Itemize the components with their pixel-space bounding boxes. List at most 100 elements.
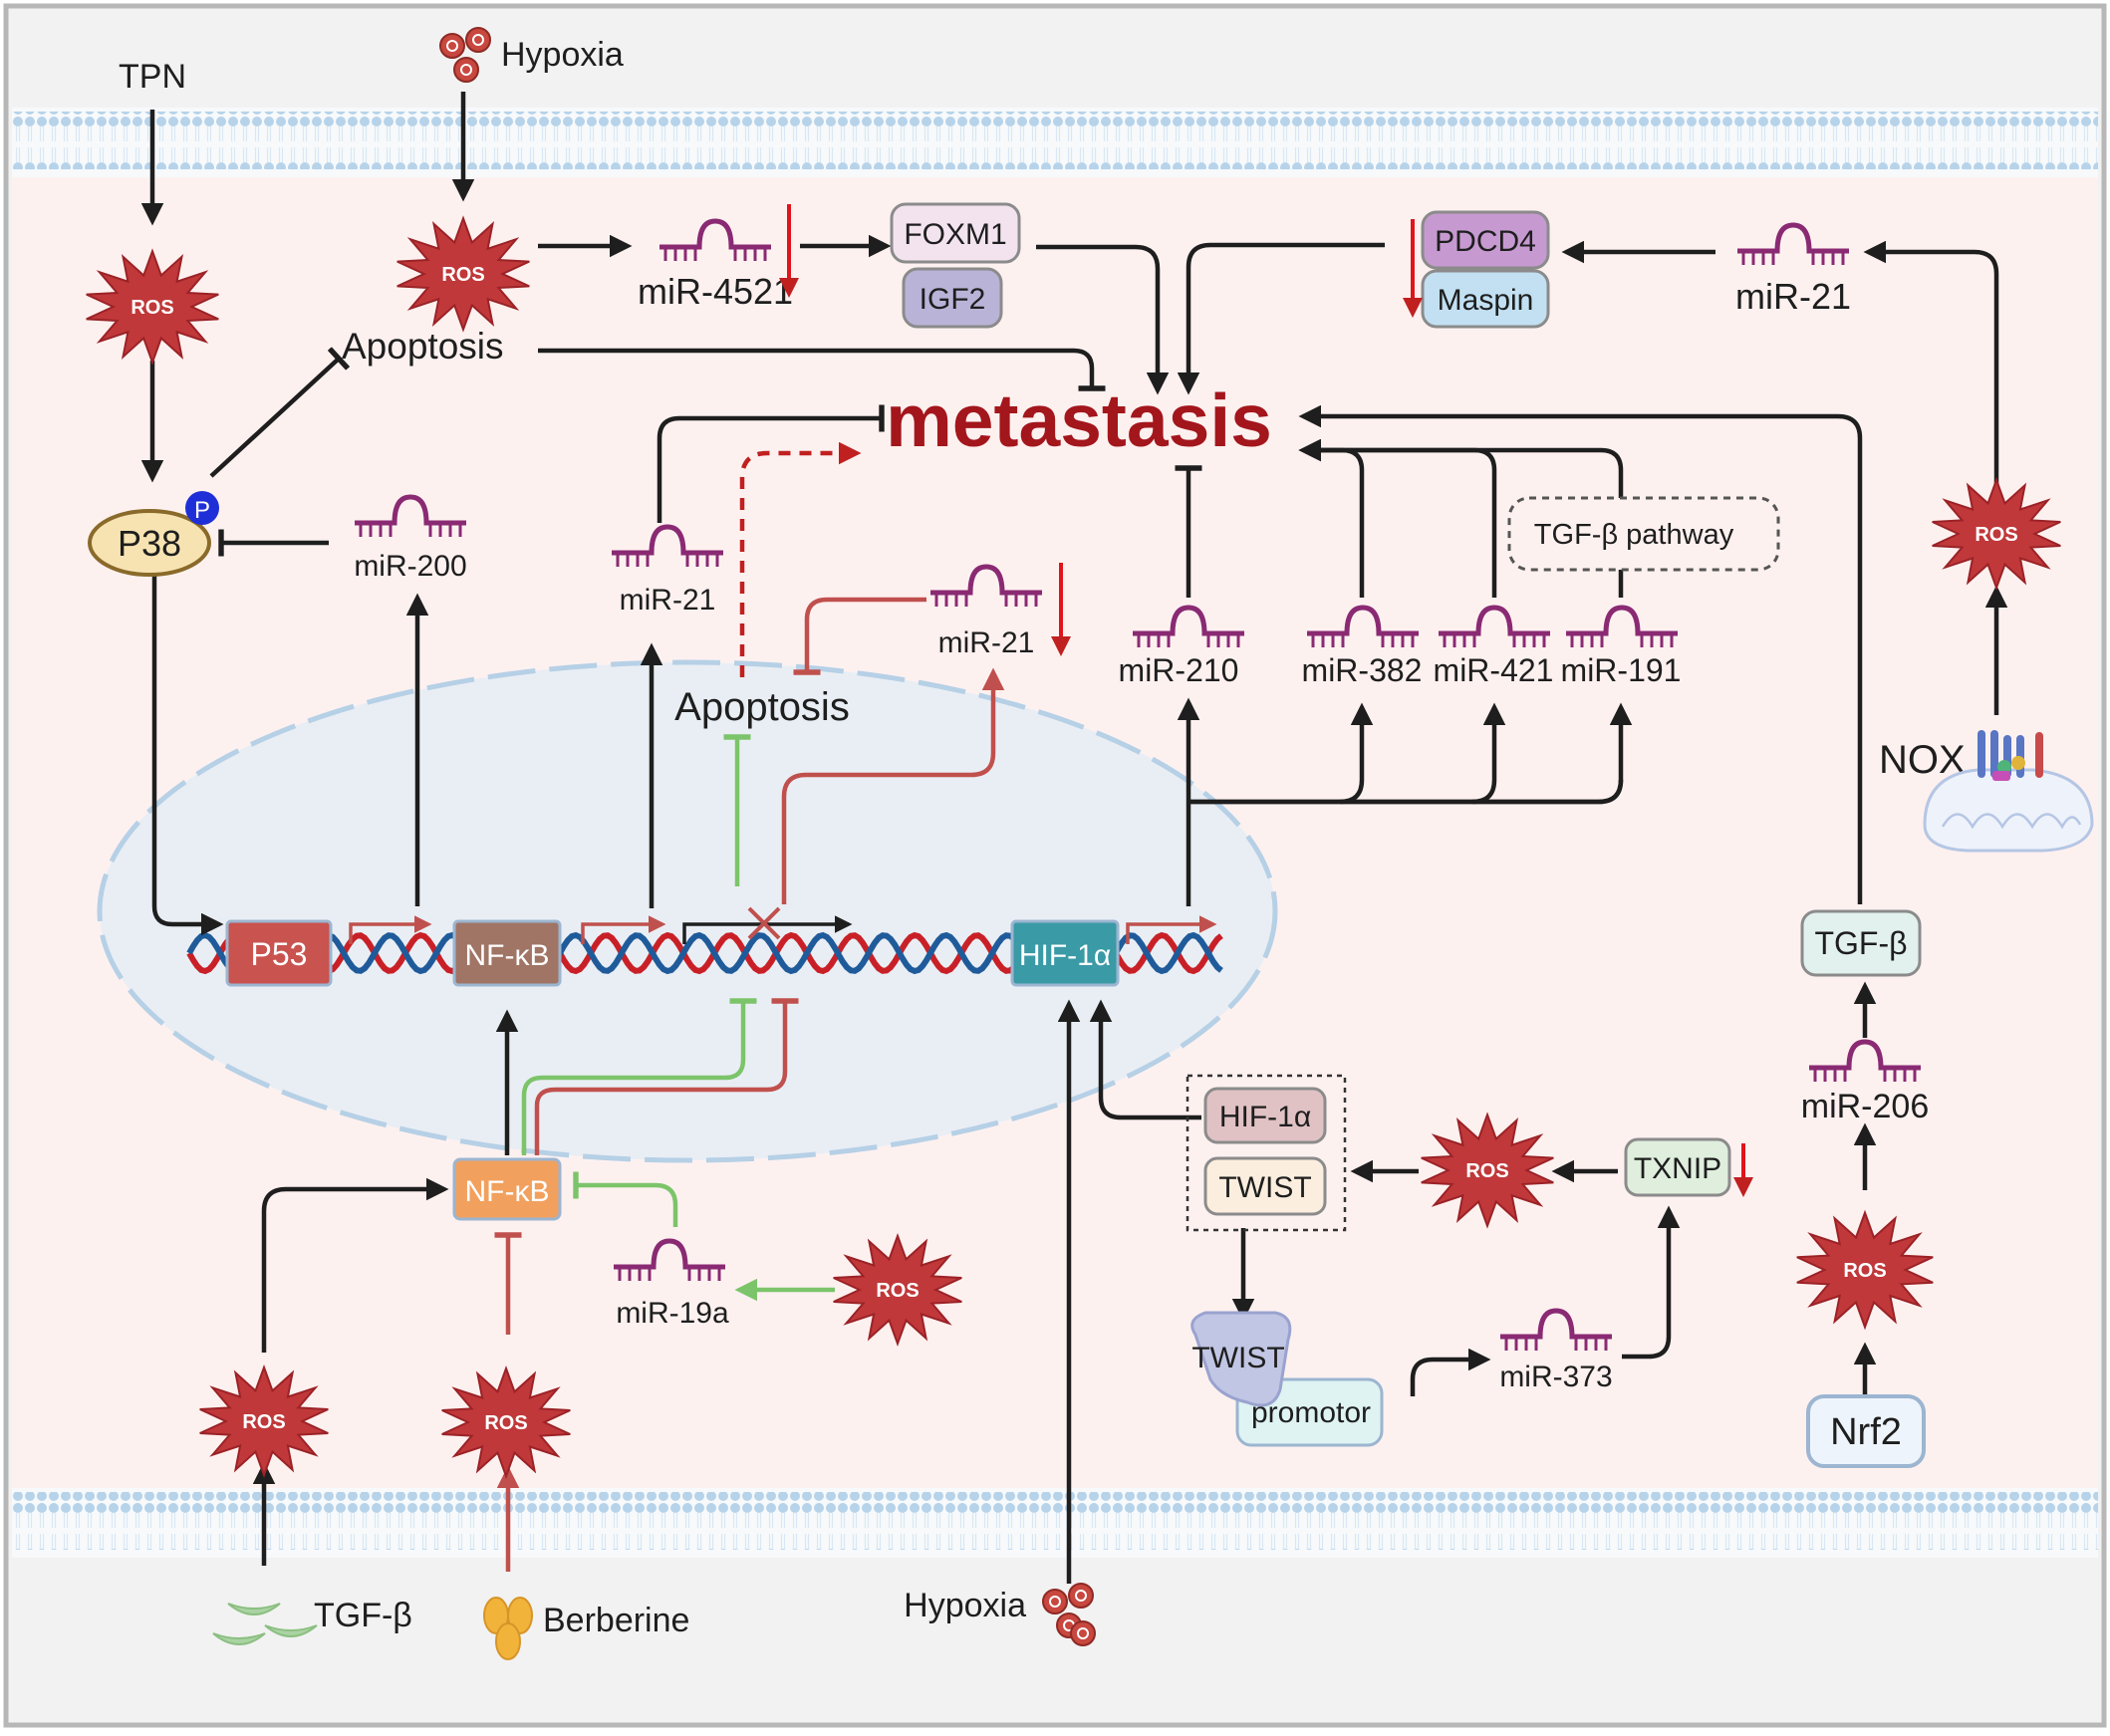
mir191-label: miR-191 (1561, 652, 1682, 688)
mir210-hairpin-icon (1133, 605, 1244, 647)
pdcd4-label: PDCD4 (1435, 225, 1536, 258)
hif1a-cyto-node: HIF-1α (1203, 1087, 1327, 1144)
p38-node: P38 P (88, 491, 219, 577)
mir421-hairpin-icon (1439, 605, 1550, 647)
tgf-beta-ligand-icon (212, 1603, 318, 1645)
ros-tgfb-burst-icon: ROS (199, 1364, 329, 1479)
arrow-ros-to-nfkb (261, 1177, 449, 1353)
ros-hypoxia-burst-icon: ROS (396, 215, 530, 333)
ros-tpn-burst-icon: ROS (86, 248, 219, 366)
arrow-tgfb-to-metastasis (1298, 404, 1863, 904)
tgf-beta-cyto-label: TGF-β (1814, 925, 1907, 961)
ros-nox-burst-icon: ROS (1932, 476, 2061, 592)
connectors (140, 92, 2008, 1584)
mir21-right-label: miR-21 (1735, 276, 1851, 317)
tgf-pathway-box (1507, 496, 1780, 572)
arrow-mir373-to-txnip (1622, 1205, 1681, 1360)
phospho-badge (185, 491, 219, 525)
foxm1-label: FOXM1 (904, 218, 1006, 251)
tgf-pathway-label: TGF-β pathway (1534, 519, 1734, 551)
tgf-beta-ext-label: TGF-β (314, 1597, 412, 1634)
mir21-mid-hairpin-icon (930, 564, 1042, 607)
hif1a-twist-complex-box (1186, 1074, 1347, 1232)
inhibit-p38-to-apoptosis (209, 347, 351, 478)
mir191-hairpin-icon (1566, 605, 1678, 647)
transcription-arrow-nfkb (581, 915, 666, 944)
inhibit-apoptosis-to-metastasis (538, 348, 1106, 391)
tpn-label: TPN (119, 58, 186, 96)
mir19a-label: miR-19a (616, 1297, 729, 1330)
mir373-label: miR-373 (1499, 1361, 1612, 1393)
ros-tpn-label: ROS (131, 297, 173, 319)
ros-nrf2-burst-icon: ROS (1796, 1209, 1934, 1331)
dashed-apoptosis-to-metastasis (739, 441, 862, 677)
nfkb-cyto-label: NF-κB (465, 1175, 550, 1208)
nfkb-cyto-node: NF-κB (452, 1157, 562, 1221)
mir382-hairpin-icon (1307, 605, 1419, 647)
ros-mir19a-burst-icon: ROS (833, 1232, 962, 1348)
membrane-bottom-lipids (12, 1492, 2098, 1550)
igf2-label: IGF2 (920, 283, 986, 316)
twist-protein-shape (1190, 1311, 1292, 1407)
arrow-foxm1-to-metastasis (1036, 244, 1170, 395)
mir4521-hairpin-icon (659, 218, 771, 261)
maspin-label: Maspin (1438, 284, 1534, 317)
transcription-block-x-icon (747, 906, 781, 940)
ros-hypoxia-label: ROS (441, 264, 484, 286)
hif1a-cyto-label: HIF-1α (1219, 1101, 1311, 1133)
ros-nrf2-label: ROS (1843, 1260, 1886, 1282)
arrow-mir191-to-metastasis (1298, 438, 1624, 598)
ros-layer: ROS ROS ROS ROS ROS ROS ROS ROS (86, 215, 2061, 1480)
txnip-node: TXNIP (1624, 1137, 1731, 1197)
mir21-right-hairpin-icon (1737, 222, 1849, 265)
twist-cyto-node: TWIST (1203, 1156, 1327, 1216)
mir200-label: miR-200 (354, 550, 466, 583)
twist-cyto-label: TWIST (1218, 1171, 1311, 1204)
arrow-pdcd4-to-metastasis (1177, 242, 1385, 395)
hypoxia-bottom-label: Hypoxia (904, 1587, 1026, 1624)
hif1a-dna-label: HIF-1α (1019, 939, 1111, 972)
mir21-left-hairpin-icon (612, 524, 723, 567)
arrow-promotor-to-mir373 (1410, 1348, 1491, 1396)
nox-complex-icon (1978, 730, 2043, 781)
nrf2-label: Nrf2 (1830, 1411, 1902, 1453)
apoptosis-top-label: Apoptosis (342, 326, 504, 367)
mir4521-label: miR-4521 (638, 271, 793, 312)
ros-tgfb-label: ROS (242, 1411, 285, 1433)
txnip-label: TXNIP (1634, 1152, 1721, 1185)
mir200-hairpin-icon (355, 494, 466, 537)
mir421-label: miR-421 (1434, 652, 1554, 688)
inhibit-mir21-left-to-metastasis (657, 404, 885, 523)
inhibit-mir19a-to-nfkb (573, 1171, 678, 1227)
transcription-arrow-p53 (349, 915, 432, 944)
mir206-hairpin-icon (1809, 1039, 1921, 1082)
arrow-p38-to-p53 (151, 573, 224, 936)
pdcd4-node: PDCD4 (1421, 210, 1550, 270)
berberine-icon (483, 1597, 533, 1660)
igf2-node: IGF2 (902, 267, 1003, 329)
arrow-dna-to-mir21-mid (781, 667, 1005, 904)
berberine-label: Berberine (543, 1602, 689, 1639)
ros-mir19a-label: ROS (876, 1280, 919, 1302)
transcription-arrow-hif1a (1126, 915, 1217, 944)
membrane-top-lipids (12, 112, 2098, 169)
mir373-hairpin-icon (1500, 1308, 1612, 1351)
phospho-label: P (194, 497, 210, 524)
mir382-label: miR-382 (1302, 652, 1423, 688)
nucleus (97, 659, 1278, 1163)
p53-label: P53 (251, 936, 308, 972)
transcription-arrow-blocked (682, 915, 853, 944)
p53-gene-box: P53 (225, 919, 333, 987)
arrow-ros-to-mir21-right (1863, 240, 1999, 506)
decoration-layer (212, 27, 1753, 1660)
ros-txnip-label: ROS (1465, 1160, 1508, 1182)
maspin-node: Maspin (1421, 269, 1550, 329)
inhibit-mir21-mid-to-apoptosis (793, 597, 926, 675)
ros-berberine-burst-icon: ROS (441, 1364, 571, 1480)
mir206-label: miR-206 (1801, 1088, 1929, 1125)
hif1a-gene-box: HIF-1α (1010, 919, 1120, 987)
apoptosis-nuc-label: Apoptosis (674, 685, 850, 729)
mir21-mid-label: miR-21 (938, 626, 1035, 659)
nox-label: NOX (1879, 738, 1966, 782)
